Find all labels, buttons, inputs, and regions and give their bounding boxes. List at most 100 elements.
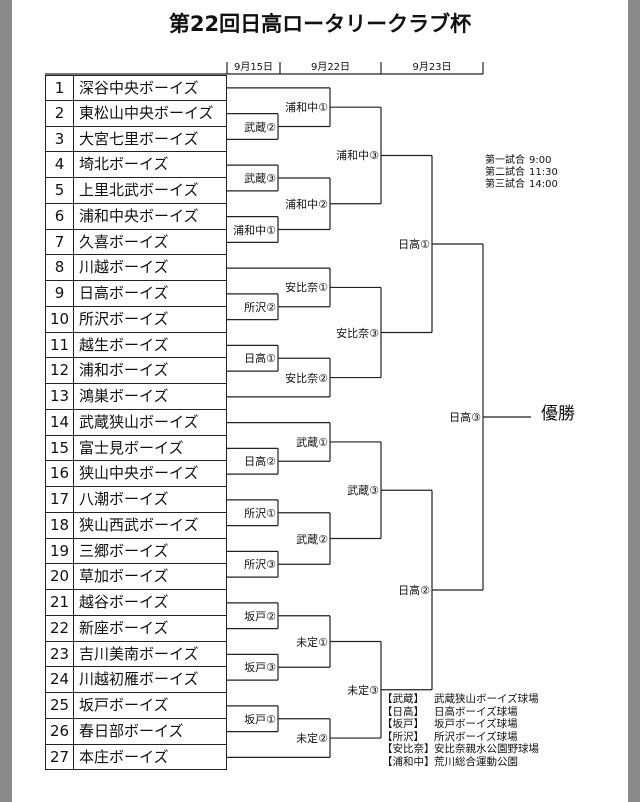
team-name: 春日部ボーイズ xyxy=(79,721,184,740)
team-row: 17 八潮ボーイズ xyxy=(45,487,227,513)
team-row: 10 所沢ボーイズ xyxy=(45,306,227,333)
team-name: 所沢ボーイズ xyxy=(79,309,169,328)
match-label: 日高② xyxy=(244,455,276,469)
venue-name: 坂戸ボーイズ球場 xyxy=(434,718,518,730)
team-name: 富士見ボーイズ xyxy=(79,438,184,457)
team-number: 23 xyxy=(46,641,74,667)
match-label: 坂戸② xyxy=(244,609,276,623)
venue-name: 安比奈親水公園野球場 xyxy=(434,743,539,755)
team-number: 3 xyxy=(46,126,74,152)
team-number: 27 xyxy=(46,744,74,770)
team-name: 浦和中央ボーイズ xyxy=(79,206,199,225)
match-label: 武蔵② xyxy=(244,120,276,134)
date-header-1: 9月15日 xyxy=(233,62,274,73)
team-row: 12 浦和ボーイズ xyxy=(45,358,227,384)
game-time: 9:00 xyxy=(529,155,552,166)
team-number: 2 xyxy=(46,100,74,126)
team-number: 6 xyxy=(46,203,74,229)
venue-item: 【武蔵】武蔵狭山ボーイズ球場 xyxy=(382,693,539,706)
venue-legend: 【武蔵】武蔵狭山ボーイズ球場【日高】日高ボーイズ球場【坂戸】坂戸ボーイズ球場【所… xyxy=(382,693,539,768)
team-number: 11 xyxy=(46,332,74,358)
match-label: 浦和中③ xyxy=(336,149,379,163)
team-number: 10 xyxy=(46,306,74,332)
match-label: 日高① xyxy=(398,237,430,251)
venue-item: 【日高】日高ボーイズ球場 xyxy=(382,706,539,719)
team-row: 6 浦和中央ボーイズ xyxy=(45,203,227,230)
team-name: 新座ボーイズ xyxy=(79,618,169,637)
document-page xyxy=(12,0,628,802)
match-label: 安比奈② xyxy=(285,371,328,385)
match-label: 武蔵③ xyxy=(244,172,276,185)
team-row: 15 富士見ボーイズ xyxy=(45,435,227,462)
team-name: 八潮ボーイズ xyxy=(79,490,169,508)
match-label: 所沢③ xyxy=(244,558,276,572)
team-number: 21 xyxy=(46,590,74,615)
team-row: 3 大宮七里ボーイズ xyxy=(45,126,227,153)
team-number: 24 xyxy=(46,667,74,692)
team-name: 草加ボーイズ xyxy=(79,567,169,586)
match-label: 安比奈① xyxy=(285,281,328,295)
match-label: 未定① xyxy=(296,635,328,649)
team-name: 東松山中央ボーイズ xyxy=(79,103,214,122)
team-name: 日高ボーイズ xyxy=(79,284,169,302)
match-label: 未定② xyxy=(296,732,328,746)
team-name: 吉川美南ボーイズ xyxy=(79,644,199,663)
match-label: 日高① xyxy=(244,352,276,366)
venue-item: 【浦和中】荒川総合運動公園 xyxy=(382,756,539,769)
team-row: 27 本庄ボーイズ xyxy=(45,744,227,771)
team-number: 9 xyxy=(46,281,74,306)
team-name: 川越初雁ボーイズ xyxy=(79,670,199,689)
team-number: 14 xyxy=(46,409,74,435)
team-row: 11 越生ボーイズ xyxy=(45,332,227,359)
team-row: 2 東松山中央ボーイズ xyxy=(45,100,227,127)
match-label: 日高② xyxy=(398,584,430,597)
date-header-3: 9月23日 xyxy=(412,62,452,73)
team-number: 7 xyxy=(46,229,74,255)
match-label: 坂戸③ xyxy=(244,661,276,675)
match-label: 日高③ xyxy=(449,410,481,424)
team-number: 1 xyxy=(46,76,74,100)
team-number: 22 xyxy=(46,615,74,641)
match-label: 所沢② xyxy=(244,300,276,314)
venue-key: 【日高】 xyxy=(382,705,424,718)
match-label: 武蔵② xyxy=(296,532,328,546)
team-name: 深谷中央ボーイズ xyxy=(79,79,199,97)
team-row: 24 川越初雁ボーイズ xyxy=(45,667,227,693)
match-label: 浦和中① xyxy=(233,223,276,237)
venue-name: 武蔵狭山ボーイズ球場 xyxy=(434,693,539,705)
venue-key: 【浦和中】 xyxy=(382,755,435,768)
match-label: 未定③ xyxy=(347,683,379,697)
match-label: 安比奈③ xyxy=(336,326,379,340)
game-name: 第二試合 xyxy=(485,167,525,178)
champion-label: 優勝 xyxy=(541,404,575,424)
team-number: 13 xyxy=(46,384,74,409)
venue-key: 【安比奈】 xyxy=(382,743,435,755)
team-name: 大宮七里ボーイズ xyxy=(79,129,199,148)
team-name: 越谷ボーイズ xyxy=(79,593,169,611)
team-name: 越生ボーイズ xyxy=(79,335,169,354)
team-number: 17 xyxy=(46,487,74,512)
date-header-2: 9月22日 xyxy=(310,62,351,73)
team-name: 浦和ボーイズ xyxy=(79,361,169,380)
venue-item: 【所沢】所沢ボーイズ球場 xyxy=(382,731,539,744)
team-name: 本庄ボーイズ xyxy=(79,747,169,766)
team-number: 12 xyxy=(46,358,74,383)
team-name: 狭山西武ボーイズ xyxy=(79,515,199,534)
page-title: 第22回日高ロータリークラブ杯 xyxy=(168,12,472,36)
venue-name: 所沢ボーイズ球場 xyxy=(434,730,518,743)
team-number: 15 xyxy=(46,435,74,461)
team-row: 22 新座ボーイズ xyxy=(45,615,227,642)
team-number: 19 xyxy=(46,538,74,564)
